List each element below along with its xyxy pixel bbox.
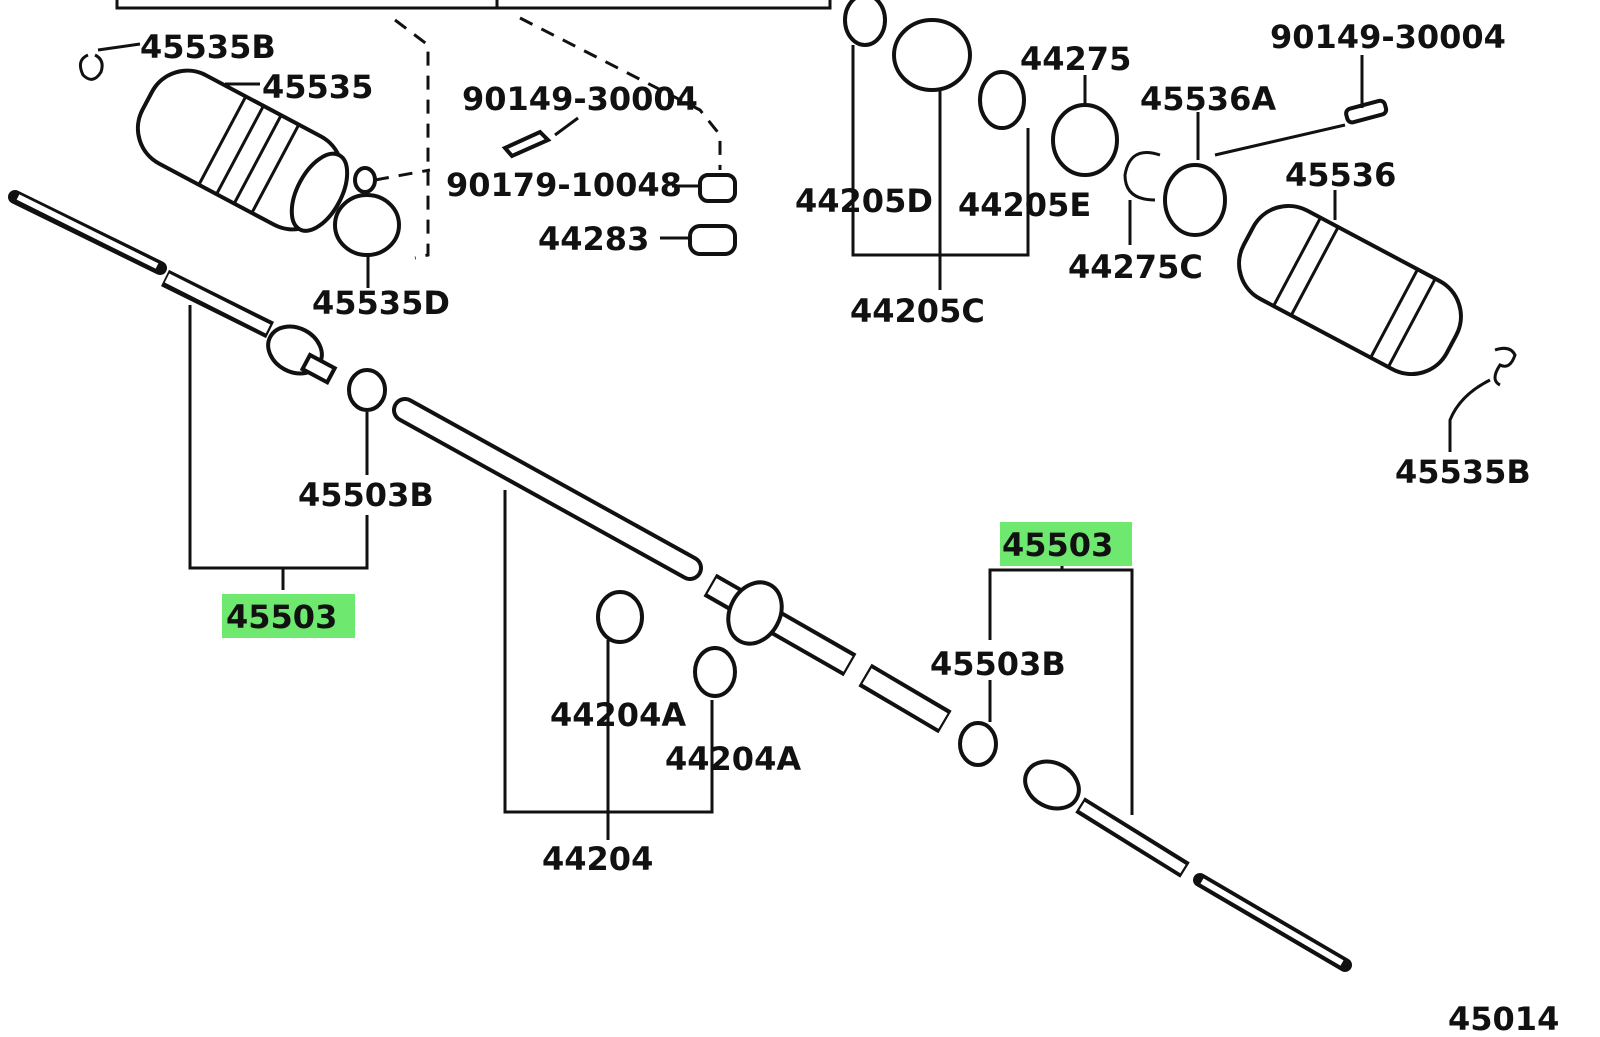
washer-left <box>347 368 387 412</box>
washer-right <box>958 721 998 767</box>
bushing-e <box>978 70 1026 130</box>
label-45536a: 45536A <box>1140 80 1276 118</box>
label-90149-30004-right: 90149-30004 <box>1270 18 1506 56</box>
label-44205e: 44205E <box>958 186 1091 224</box>
label-45503b-right: 45503B <box>930 645 1066 683</box>
dashed-leader-clamp <box>374 168 431 182</box>
label-44275c: 44275C <box>1068 248 1203 286</box>
label-44205c: 44205C <box>850 292 985 330</box>
label-44275: 44275 <box>1020 40 1131 78</box>
bracket-44205c <box>851 45 1030 290</box>
rack-bushing-2 <box>693 646 737 698</box>
label-44204: 44204 <box>542 840 653 878</box>
label-45503-right[interactable]: 45503 <box>1002 526 1113 564</box>
bolt-right <box>1344 98 1389 125</box>
snap-ring-icon <box>1123 151 1161 202</box>
bracket-left <box>188 305 369 590</box>
dashed-leader-left <box>394 18 430 260</box>
label-44283: 44283 <box>538 220 649 258</box>
label-44204a-2: 44204A <box>665 740 801 778</box>
label-90179-10048: 90179-10048 <box>446 166 682 204</box>
highlight-right <box>1000 522 1132 566</box>
label-45535d: 45535D <box>312 284 450 322</box>
boot-clip-right-icon <box>1448 346 1517 452</box>
boot-right <box>1237 203 1463 377</box>
bracket-rack-bushing <box>503 490 714 840</box>
label-45535: 45535 <box>262 68 373 106</box>
tie-rod-right <box>1023 759 1352 972</box>
bushing-main <box>892 18 972 92</box>
bushing-d <box>843 0 887 47</box>
nut <box>698 173 737 203</box>
boot-clamp-left <box>333 193 401 257</box>
highlight-left <box>222 594 355 638</box>
rack-bushing-1 <box>596 590 644 644</box>
label-90149-30004-left: 90149-30004 <box>462 80 698 118</box>
clamp-tab-left <box>353 166 377 194</box>
grommet <box>688 224 737 256</box>
boot-left <box>135 68 350 233</box>
label-44204a-1: 44204A <box>550 696 686 734</box>
dashed-leader-mid <box>519 16 722 170</box>
steering-rack <box>392 397 952 734</box>
bushing-44275 <box>1051 103 1119 177</box>
assembly-frame <box>115 0 832 10</box>
label-45536: 45536 <box>1285 156 1396 194</box>
label-45503b-left: 45503B <box>298 476 434 514</box>
label-44205d: 44205D <box>795 182 933 220</box>
label-45535b-left: 45535B <box>140 28 276 66</box>
tie-rod-left <box>8 190 338 385</box>
label-45014-cut: 45014 <box>1448 1000 1559 1037</box>
bolt-leader-right <box>1214 123 1346 157</box>
bolt-left <box>501 129 552 159</box>
boot-clip-left-icon <box>78 42 141 81</box>
label-45535b-right: 45535B <box>1395 453 1531 491</box>
label-45503-left[interactable]: 45503 <box>226 598 337 636</box>
boot-clamp-right <box>1163 163 1227 237</box>
